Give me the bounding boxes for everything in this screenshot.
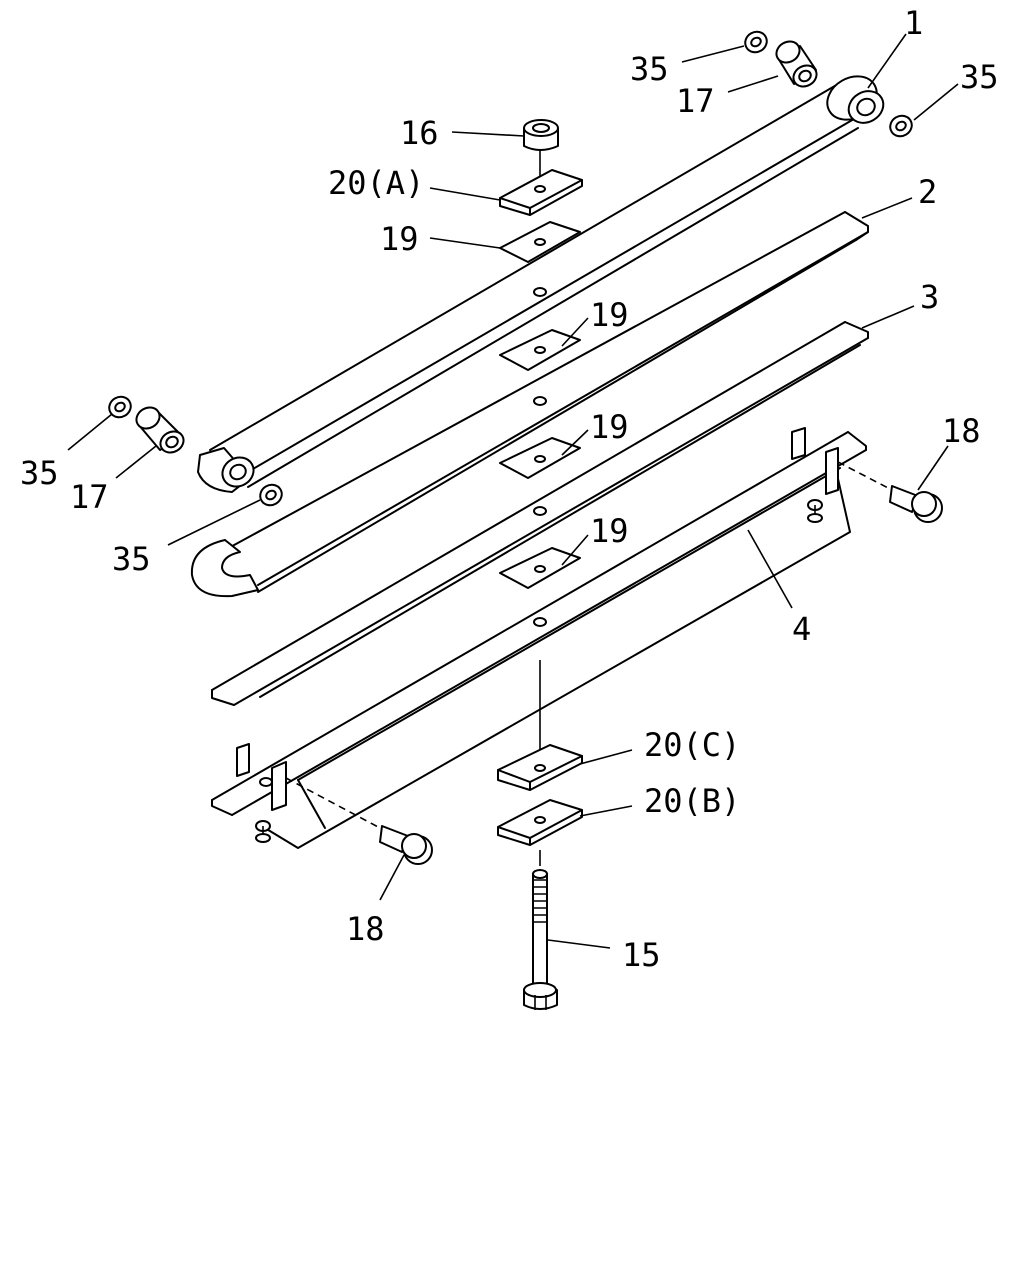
bushing-17-top [775, 40, 818, 88]
bolt-18-left [285, 777, 433, 865]
leader-lines [67, 33, 959, 949]
nut-16 [523, 119, 559, 188]
label-leaf-4: 4 [792, 610, 811, 648]
label-leaf-1: 1 [904, 4, 923, 42]
label-washer-35-left: 35 [20, 454, 59, 492]
pad-19-c [499, 547, 581, 589]
bolt-18-right [837, 461, 943, 523]
washer-35-top-right [889, 114, 913, 138]
plate-20b [497, 799, 583, 866]
label-pad-19-c: 19 [590, 512, 629, 550]
leaf-4 [211, 427, 867, 849]
label-bolt-18-right: 18 [942, 412, 981, 450]
label-washer-35-lower: 35 [112, 540, 151, 578]
leaf-3 [211, 321, 869, 706]
label-bushing-17-top: 17 [676, 82, 715, 120]
label-plate-20a: 20(A) [328, 164, 424, 202]
washer-35-top-left [744, 30, 768, 54]
bushing-17-left [135, 406, 185, 454]
label-pad-19-b: 19 [590, 408, 629, 446]
label-leaf-3: 3 [920, 278, 939, 316]
label-pad-19-top: 19 [380, 220, 419, 258]
label-bolt-15: 15 [622, 936, 661, 974]
label-pad-19-a: 19 [590, 296, 629, 334]
label-plate-20c: 20(C) [644, 726, 740, 764]
label-leaf-2: 2 [918, 173, 937, 211]
label-bushing-17-left: 17 [70, 478, 109, 516]
pad-19-a [499, 329, 581, 371]
callout-labels: 1 2 3 4 16 20(A) 19 19 19 19 35 17 35 35… [20, 4, 999, 974]
pad-19-b [499, 437, 581, 479]
label-washer-35-top-right: 35 [960, 58, 999, 96]
label-washer-35-top-left: 35 [630, 50, 669, 88]
label-nut-16: 16 [400, 114, 439, 152]
label-plate-20b: 20(B) [644, 782, 740, 820]
center-bolt-15 [523, 869, 558, 1010]
leaf-1 [197, 75, 885, 493]
washer-35-lower [259, 483, 283, 507]
leaf-2 [190, 211, 869, 598]
plate-20a [499, 169, 583, 216]
pad-19-top [499, 221, 581, 263]
plate-20c [497, 744, 583, 791]
label-bolt-18-left: 18 [346, 910, 385, 948]
washer-35-left [108, 395, 132, 419]
